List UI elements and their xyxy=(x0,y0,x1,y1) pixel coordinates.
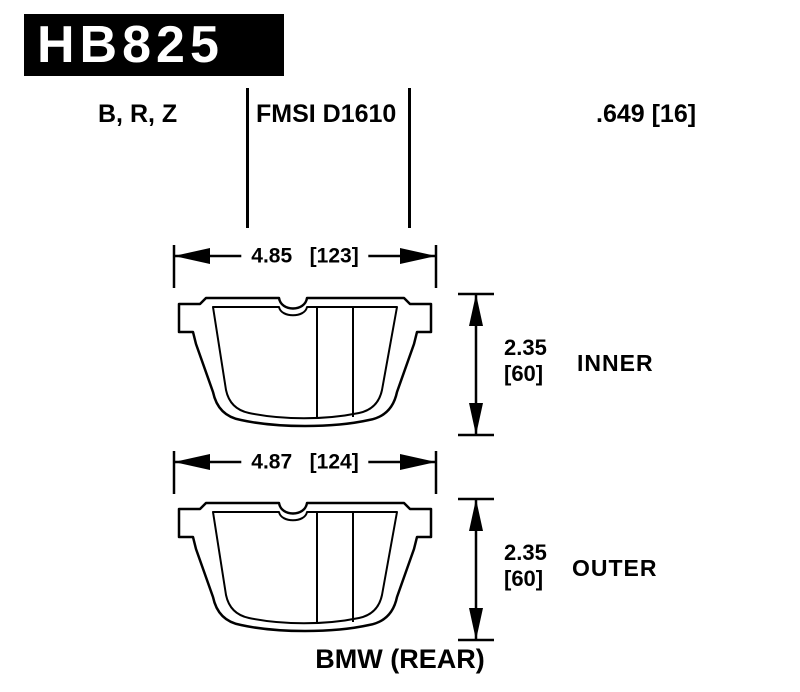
width-dimension-inner: 4.85 [123] xyxy=(172,244,438,290)
part-number: HB825 xyxy=(37,16,224,74)
thickness-arrow-outer xyxy=(458,497,494,642)
thickness-value-in-inner: 2.35 xyxy=(504,335,547,360)
thickness-value-in-outer: 2.35 xyxy=(504,540,547,565)
width-dimension-text-outer: 4.87 [124] xyxy=(241,451,369,473)
part-number-box: HB825 xyxy=(24,14,284,76)
thickness-arrow-inner xyxy=(458,292,494,437)
outer-position-label: OUTER xyxy=(572,555,658,581)
width-dimension-text-inner: 4.85 [123] xyxy=(241,245,369,267)
brake-pad-inner-drawing xyxy=(177,296,433,428)
compound-codes: B, R, Z xyxy=(98,100,178,128)
pad-spec-value: .649 [16] xyxy=(596,100,697,128)
separator-line-right xyxy=(408,88,411,228)
thickness-value-mm-outer: [60] xyxy=(504,566,544,591)
width-dimension-outer: 4.87 [124] xyxy=(172,450,438,496)
thickness-value-mm-inner: [60] xyxy=(504,361,544,386)
separator-line-left xyxy=(246,88,249,228)
application-label: BMW (REAR) xyxy=(315,644,485,674)
brake-pad-outer-drawing xyxy=(177,501,433,633)
inner-position-label: INNER xyxy=(577,350,654,376)
fmsi-number: FMSI D1610 xyxy=(256,100,397,128)
